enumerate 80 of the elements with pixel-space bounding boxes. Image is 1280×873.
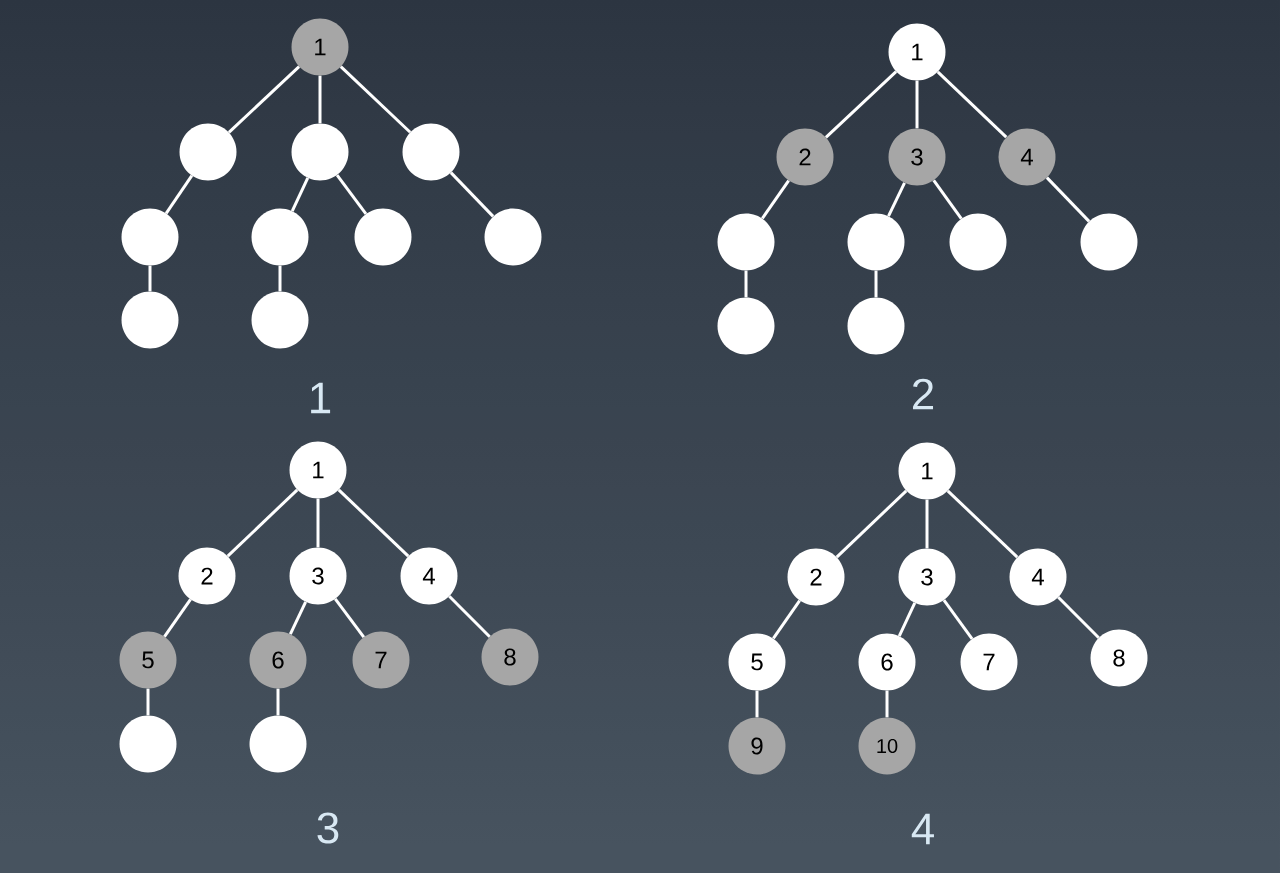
tree-node: 5 [119,631,177,689]
connector-line [318,75,322,124]
empty-tree-node [847,297,905,355]
tree-node: 2 [178,547,236,605]
step-number: 1 [311,382,331,414]
tree-node: 8 [1090,629,1148,687]
tree-node: 9 [728,717,786,775]
connector-line [936,70,1008,139]
empty-tree-node [119,715,177,773]
empty-tree-node [484,208,542,266]
empty-tree-node [249,715,307,773]
empty-tree-node [121,208,179,266]
connector-line [887,182,906,217]
connector-line [897,602,917,637]
tree-node: 4 [998,128,1056,186]
tree-node: 6 [249,631,307,689]
empty-tree-node [179,123,237,181]
empty-tree-node [354,208,412,266]
connector-line [1057,596,1100,639]
step-number: 2 [913,378,934,410]
connector-line [278,265,282,292]
connector-line [885,690,889,718]
tree-node: 7 [352,631,410,689]
tree-node: 5 [728,633,786,691]
tree-node: 3 [289,547,347,605]
connector-line [276,688,280,716]
connector-line [925,499,929,549]
connector-line [915,80,919,129]
tree-node: 6 [858,633,916,691]
connector-line [334,598,365,638]
connector-line [146,688,150,716]
connector-line [946,489,1019,559]
tree-node: 4 [1009,548,1067,606]
empty-tree-node [251,291,309,349]
empty-tree-node [717,213,775,271]
tree-node: 1 [289,441,347,499]
connector-line [744,270,748,298]
empty-tree-node [121,291,179,349]
tree-node: 3 [898,548,956,606]
tree-node: 3 [888,128,946,186]
empty-tree-node [291,123,349,181]
empty-tree-node [402,123,460,181]
connector-line [337,488,410,558]
connector-line [1045,176,1091,223]
connector-line [772,599,801,640]
connector-line [449,171,495,218]
tree-node: 7 [960,633,1018,691]
connector-line [874,270,878,298]
empty-tree-node [847,213,905,271]
step-number: 3 [317,812,339,844]
connector-line [448,595,491,638]
step-number: 4 [911,813,934,845]
tree-node: 10 [858,717,916,775]
tree-node: 2 [787,548,845,606]
connector-line [163,598,192,638]
connector-line [942,599,974,640]
empty-tree-node [1080,213,1138,271]
connector-line [761,179,790,220]
empty-tree-node [949,213,1007,271]
connector-line [755,690,759,718]
connector-line [932,179,963,220]
connector-line [290,177,310,212]
tree-node: 1 [291,18,349,76]
tree-node: 1 [898,442,956,500]
connector-line [226,488,299,558]
connector-line [835,489,908,559]
empty-tree-node [251,208,309,266]
tree-node: 1 [888,23,946,81]
tree-node: 2 [776,128,834,186]
connector-line [339,65,412,134]
connector-line [316,498,320,548]
connector-line [824,70,898,139]
empty-tree-node [717,297,775,355]
tree-node: 8 [481,628,539,686]
connector-line [164,174,194,215]
connector-line [227,65,301,134]
connector-line [289,601,307,635]
tree-node: 4 [400,547,458,605]
connector-line [335,174,368,215]
connector-line [148,265,152,292]
